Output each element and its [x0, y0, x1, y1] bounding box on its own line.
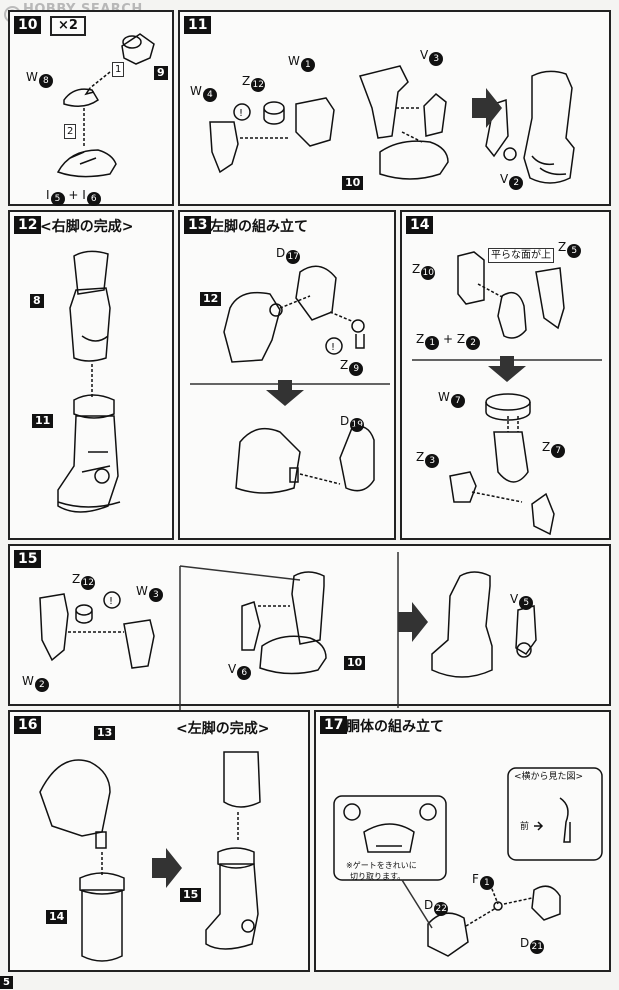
part-label: 9 [154, 66, 168, 80]
part-label: 8 [30, 294, 44, 308]
step-number: 13 [184, 216, 212, 234]
down-arrow-icon [266, 380, 304, 406]
note-box: 平らな面が上 [488, 248, 554, 263]
part-label: 13 [94, 726, 116, 740]
assembly-drawing [333, 767, 603, 957]
step-title: <右脚の完成> [40, 219, 134, 235]
assembly-drawing: ! [209, 65, 575, 184]
part-label: 12 [200, 292, 222, 306]
step-12-panel: 12 <右脚の完成> 8 11 [8, 210, 174, 540]
step-number: 12 [14, 216, 42, 234]
step-number: 17 [320, 716, 348, 734]
step-title: <左脚の完成> [176, 721, 270, 737]
step-number: 15 [14, 550, 42, 568]
part-label: 10 [344, 656, 366, 670]
step-16-panel: 16 <左脚の完成> 13 14 15 [8, 710, 310, 972]
order-badge: 2 [64, 124, 77, 139]
step-number: 14 [406, 216, 434, 234]
part-label: 10 [342, 176, 364, 190]
step-number: 11 [184, 16, 212, 34]
assembly-drawing [39, 751, 261, 962]
gate-note-line-2: 切り取ります。 [350, 872, 406, 881]
next-arrow-icon [152, 848, 182, 888]
svg-text:!: ! [109, 596, 113, 607]
assembly-drawing [57, 250, 121, 513]
down-arrow-icon [488, 356, 526, 382]
part-label: 11 [32, 414, 54, 428]
page-number: 5 [0, 976, 13, 989]
order-badge: 1 [112, 62, 125, 77]
gate-inset [333, 795, 447, 881]
step-title: 左脚の組み立て [210, 219, 308, 235]
next-arrow-icon [472, 88, 502, 128]
assembly-drawing: ! [39, 552, 537, 716]
assembly-drawing [412, 251, 602, 536]
quantity-badge: ×2 [50, 16, 86, 36]
side-view-inset [507, 767, 603, 861]
step-number: 16 [14, 716, 42, 734]
part-label: 15 [180, 888, 202, 902]
assembly-drawing [56, 33, 155, 178]
gate-note-line-1: ※ゲートをきれいに [346, 861, 417, 870]
step-title: 胴体の組み立て [346, 719, 444, 735]
step-number: 10 [14, 16, 42, 34]
svg-text:!: ! [331, 342, 335, 353]
assembly-drawing: ! [190, 265, 390, 494]
step-17-panel: 17 胴体の組み立て <横から見た図> 前 ※ゲートをきれいに 切り取ります。 … [314, 710, 611, 972]
inset-title: <横から見た図> [514, 772, 584, 782]
svg-text:!: ! [239, 108, 243, 119]
next-arrow-icon [398, 602, 428, 642]
front-label: 前 [520, 822, 530, 832]
part-label: 14 [46, 910, 68, 924]
